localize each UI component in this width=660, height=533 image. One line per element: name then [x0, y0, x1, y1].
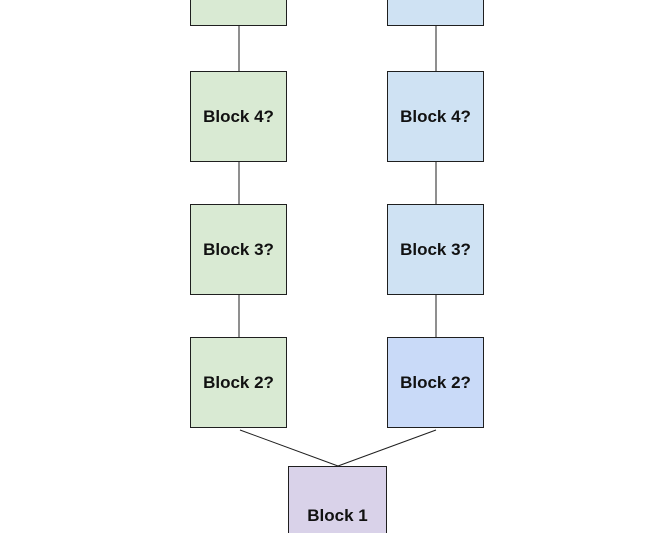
right-chain-block-2-label: Block 2? — [400, 372, 471, 392]
right-chain-block-4: Block 4? — [387, 71, 484, 162]
left-chain-top-block — [190, 0, 287, 26]
left-chain-block-3: Block 3? — [190, 204, 287, 295]
right-chain-block-4-label: Block 4? — [400, 106, 471, 126]
left-chain-block-2-label: Block 2? — [203, 372, 274, 392]
left-chain-block-4: Block 4? — [190, 71, 287, 162]
right-chain-block-3: Block 3? — [387, 204, 484, 295]
root-block-1: Block 1 — [288, 466, 387, 533]
right-chain-block-3-label: Block 3? — [400, 239, 471, 259]
left-chain-block-3-label: Block 3? — [203, 239, 274, 259]
connector-right-block2-to-block1 — [337, 429, 437, 467]
left-chain-block-4-label: Block 4? — [203, 106, 274, 126]
root-block-1-label: Block 1 — [307, 506, 368, 525]
right-chain-block-2: Block 2? — [387, 337, 484, 428]
left-chain-block-2: Block 2? — [190, 337, 287, 428]
right-chain-top-block — [387, 0, 484, 26]
connector-left-block2-to-block1 — [239, 429, 339, 467]
